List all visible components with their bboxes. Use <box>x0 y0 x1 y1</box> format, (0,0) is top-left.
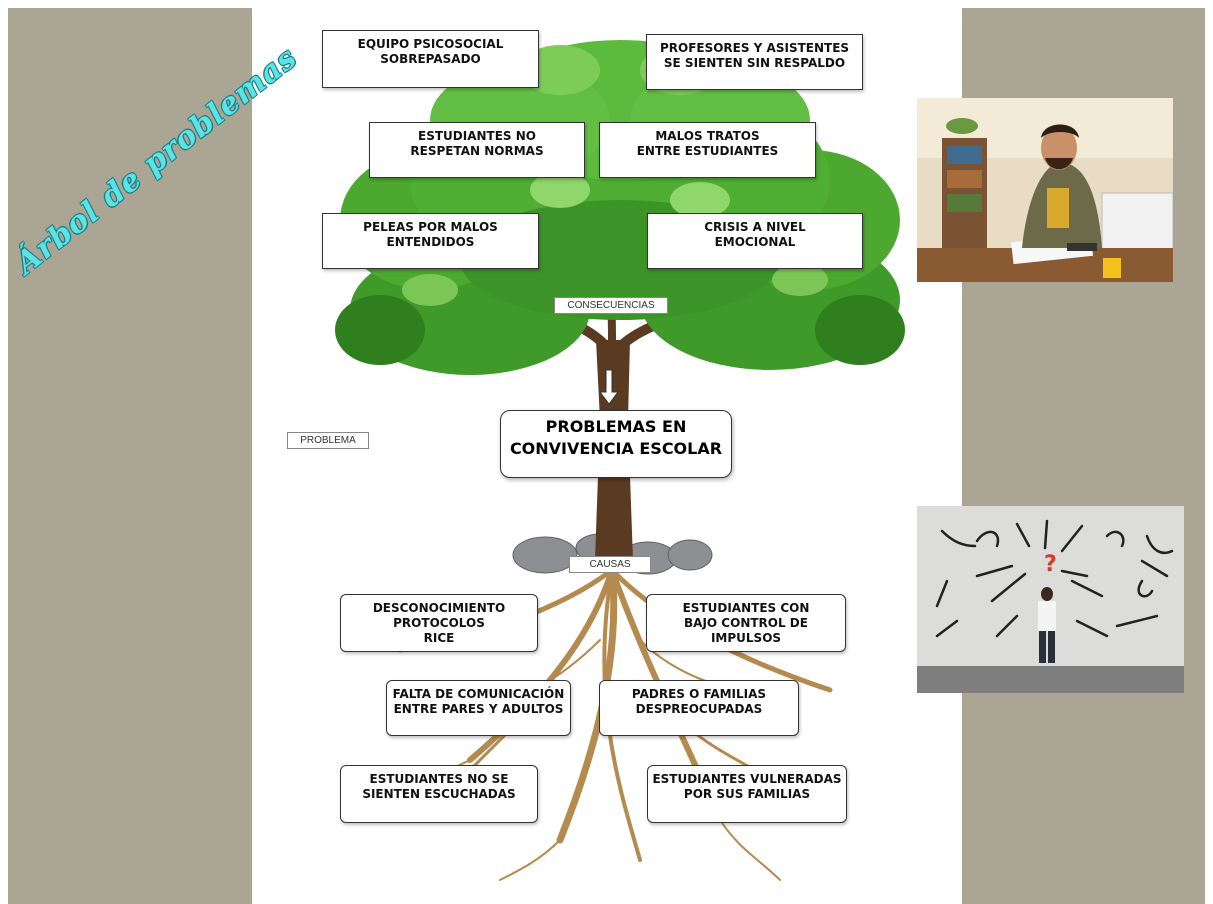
consequence-line: RESPETAN NORMAS <box>410 144 544 158</box>
consequence-line: CRISIS A NIVEL <box>704 220 806 234</box>
consequence-line: SOBREPASADO <box>380 52 481 66</box>
down-arrow-icon <box>599 369 619 405</box>
cause-line: ESTUDIANTES VULNERADAS <box>652 772 842 786</box>
consequence-line: ENTRE ESTUDIANTES <box>636 144 779 158</box>
left-side-panel <box>8 8 252 904</box>
consequences-label: CONSECUENCIAS <box>554 297 668 314</box>
confused-man-photo: ? <box>917 506 1184 693</box>
consequence-box: CRISIS A NIVEL EMOCIONAL <box>647 213 863 269</box>
causes-label: CAUSAS <box>569 556 651 573</box>
problem-label: PROBLEMA <box>287 432 369 449</box>
cause-line: BAJO CONTROL DE <box>684 616 808 630</box>
consequence-line: MALOS TRATOS <box>655 129 760 143</box>
cause-line: SIENTEN ESCUCHADAS <box>362 787 516 801</box>
cause-line: ESTUDIANTES CON <box>682 601 810 615</box>
tree-foliage <box>335 40 905 375</box>
cause-line: FALTA DE COMUNICACIÓN <box>392 687 565 701</box>
cause-line: POR SUS FAMILIAS <box>683 787 811 801</box>
consequence-line: PROFESORES Y ASISTENTES <box>659 41 850 55</box>
consequence-box: EQUIPO PSICOSOCIAL SOBREPASADO <box>322 30 539 88</box>
central-problem-line: CONVIVENCIA ESCOLAR <box>509 439 723 458</box>
cause-line: RICE <box>423 631 455 645</box>
consequence-line: EMOCIONAL <box>714 235 796 249</box>
consequence-box: PROFESORES Y ASISTENTES SE SIENTEN SIN R… <box>646 34 863 90</box>
consequence-line: SE SIENTEN SIN RESPALDO <box>663 56 846 70</box>
cause-line: ENTRE PARES Y ADULTOS <box>393 702 564 716</box>
cause-box: PADRES O FAMILIAS DESPREOCUPADAS <box>599 680 799 736</box>
worried-man-photo <box>917 98 1173 282</box>
central-problem-line: PROBLEMAS EN <box>545 417 687 436</box>
consequence-box: ESTUDIANTES NO RESPETAN NORMAS <box>369 122 585 178</box>
cause-line: PROTOCOLOS <box>393 616 485 630</box>
cause-box: ESTUDIANTES NO SE SIENTEN ESCUCHADAS <box>340 765 538 823</box>
cause-line: DESCONOCIMIENTO <box>372 601 506 615</box>
consequence-line: ENTENDIDOS <box>386 235 475 249</box>
consequence-line: PELEAS POR MALOS <box>363 220 498 234</box>
svg-text:?: ? <box>1044 552 1057 577</box>
cause-line: DESPREOCUPADAS <box>635 702 763 716</box>
consequence-line: ESTUDIANTES NO <box>418 129 536 143</box>
cause-line: ESTUDIANTES NO SE <box>369 772 509 786</box>
cause-line: PADRES O FAMILIAS <box>631 687 767 701</box>
cause-box: ESTUDIANTES VULNERADAS POR SUS FAMILIAS <box>647 765 847 823</box>
consequence-box: MALOS TRATOS ENTRE ESTUDIANTES <box>599 122 816 178</box>
consequence-line: EQUIPO PSICOSOCIAL <box>357 37 504 51</box>
cause-box: ESTUDIANTES CON BAJO CONTROL DE IMPULSOS <box>646 594 846 652</box>
cause-box: FALTA DE COMUNICACIÓN ENTRE PARES Y ADUL… <box>386 680 571 736</box>
consequence-box: PELEAS POR MALOS ENTENDIDOS <box>322 213 539 269</box>
cause-box: DESCONOCIMIENTO PROTOCOLOS RICE <box>340 594 538 652</box>
cause-line: IMPULSOS <box>710 631 782 645</box>
central-problem-box: PROBLEMAS EN CONVIVENCIA ESCOLAR <box>500 410 732 478</box>
